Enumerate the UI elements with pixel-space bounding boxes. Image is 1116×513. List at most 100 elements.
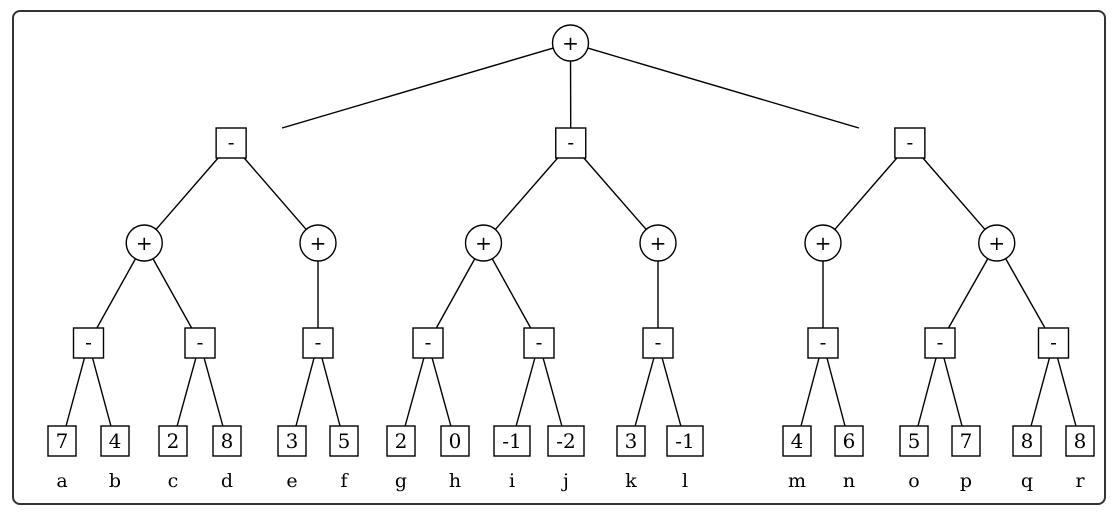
tree-edge: [243, 157, 307, 230]
leaf-node: -1 i: [493, 425, 531, 492]
minus-node-box: [72, 327, 105, 359]
leaf-node: 8q: [1012, 425, 1042, 492]
leaf-value: 3: [625, 429, 638, 453]
tree-edge: [515, 357, 536, 427]
operator-label: +: [988, 231, 1005, 255]
operator-label: -: [655, 330, 662, 354]
plus-node-circle: [299, 224, 337, 262]
minus-node-box: [894, 127, 926, 159]
plus-node-circle: [551, 24, 590, 62]
leaf-value-box: [158, 425, 188, 457]
operator-label: +: [310, 231, 327, 255]
tree-edge: [1030, 357, 1051, 427]
minus-node-box: [555, 127, 587, 159]
leaf-node: 2g: [386, 425, 416, 492]
operator-label: -: [937, 330, 944, 354]
operator-label: -: [567, 130, 574, 154]
leaf-value: 6: [843, 429, 856, 453]
tree-edge: [587, 47, 860, 129]
plus-node-circle: [125, 224, 163, 262]
leaf-node: 0h: [440, 425, 470, 492]
tree-edge: [1005, 258, 1046, 329]
leaf-node: 7p: [951, 425, 981, 492]
leaf-value: 4: [109, 429, 122, 453]
minus-node: -: [642, 327, 674, 359]
minus-node: -: [215, 127, 247, 159]
leaf-value-box: [386, 425, 416, 457]
leaf-node: 7a: [47, 425, 77, 492]
minus-node: -: [523, 327, 555, 359]
leaf-value-box: [1012, 425, 1042, 457]
tree-edge: [491, 258, 532, 329]
leaf-letter-label: b: [109, 470, 121, 492]
leaf-value: 7: [56, 429, 69, 453]
leaf-letter-label: p: [960, 470, 972, 492]
plus-node: +: [551, 24, 590, 62]
leaf-node: -1l: [666, 425, 704, 492]
plus-node: +: [464, 224, 503, 262]
leaf-letter-label: r: [1075, 470, 1085, 492]
leaf-node: 4b: [100, 425, 130, 492]
tree-edge: [922, 157, 986, 230]
leaf-node: -2j: [547, 425, 585, 492]
minus-node-box: [1037, 327, 1070, 359]
leaf-letter-label: i: [509, 470, 515, 492]
leaf-value: 3: [286, 429, 299, 453]
tree-edge: [281, 47, 554, 129]
plus-node: +: [125, 224, 163, 262]
plus-node-circle: [804, 224, 842, 262]
minus-node: -: [894, 127, 926, 159]
leaf-value-box: [834, 425, 864, 457]
leaf-value: -1: [502, 429, 521, 453]
leaf-letter-label: n: [843, 470, 855, 492]
leaf-value-box: [951, 425, 981, 457]
leaf-node: 4m: [782, 425, 812, 492]
operator-label: +: [475, 231, 492, 255]
minus-node-box: [184, 327, 216, 359]
leaf-value: 0: [449, 429, 462, 453]
tree-edge: [661, 357, 682, 427]
leaf-letter-label: d: [221, 470, 233, 492]
leaf-node: 6n: [834, 425, 864, 492]
leaf-value: 5: [338, 429, 351, 453]
leaf-value: -1: [675, 429, 694, 453]
leaf-value-box: [47, 425, 77, 457]
tree-edge: [176, 357, 197, 427]
plus-node: +: [978, 224, 1016, 262]
operator-label: +: [815, 231, 832, 255]
leaf-node: 8d: [212, 425, 242, 492]
operator-label: -: [906, 130, 913, 154]
leaf-value-box: [440, 425, 470, 457]
leaf-letter-label: o: [908, 470, 919, 492]
leaf-value-box: [547, 425, 585, 457]
leaf-letter-label: g: [395, 470, 407, 492]
leaf-node: 3k: [616, 425, 646, 492]
operator-label: -: [197, 330, 204, 354]
diagram-frame: [12, 10, 1106, 505]
leaf-letter-label: h: [449, 470, 461, 492]
tree-edge: [431, 357, 452, 427]
plus-node-circle: [639, 224, 677, 262]
leaf-node: 2c: [158, 425, 188, 492]
minus-node: -: [924, 327, 956, 359]
tree-edge: [943, 357, 963, 427]
leaf-value: 2: [395, 429, 408, 453]
leaf-node: 5f: [329, 425, 359, 492]
minus-node: -: [1037, 327, 1070, 359]
tree-edge: [917, 357, 937, 427]
tree-edge: [152, 258, 193, 329]
tree-edge: [583, 157, 647, 230]
leaf-letter-label: c: [168, 470, 179, 492]
tree-edge: [96, 258, 137, 329]
operator-label: -: [1050, 330, 1057, 354]
minus-node-box: [523, 327, 555, 359]
tree-edge: [834, 157, 898, 230]
leaf-value: 4: [791, 429, 804, 453]
tree-edge: [91, 357, 112, 427]
tree-edge: [542, 357, 563, 427]
leaf-value-box: [329, 425, 359, 457]
leaf-value: 8: [221, 429, 234, 453]
minus-node: -: [412, 327, 444, 359]
leaf-value: -2: [556, 429, 575, 453]
tree-edge: [155, 157, 219, 230]
